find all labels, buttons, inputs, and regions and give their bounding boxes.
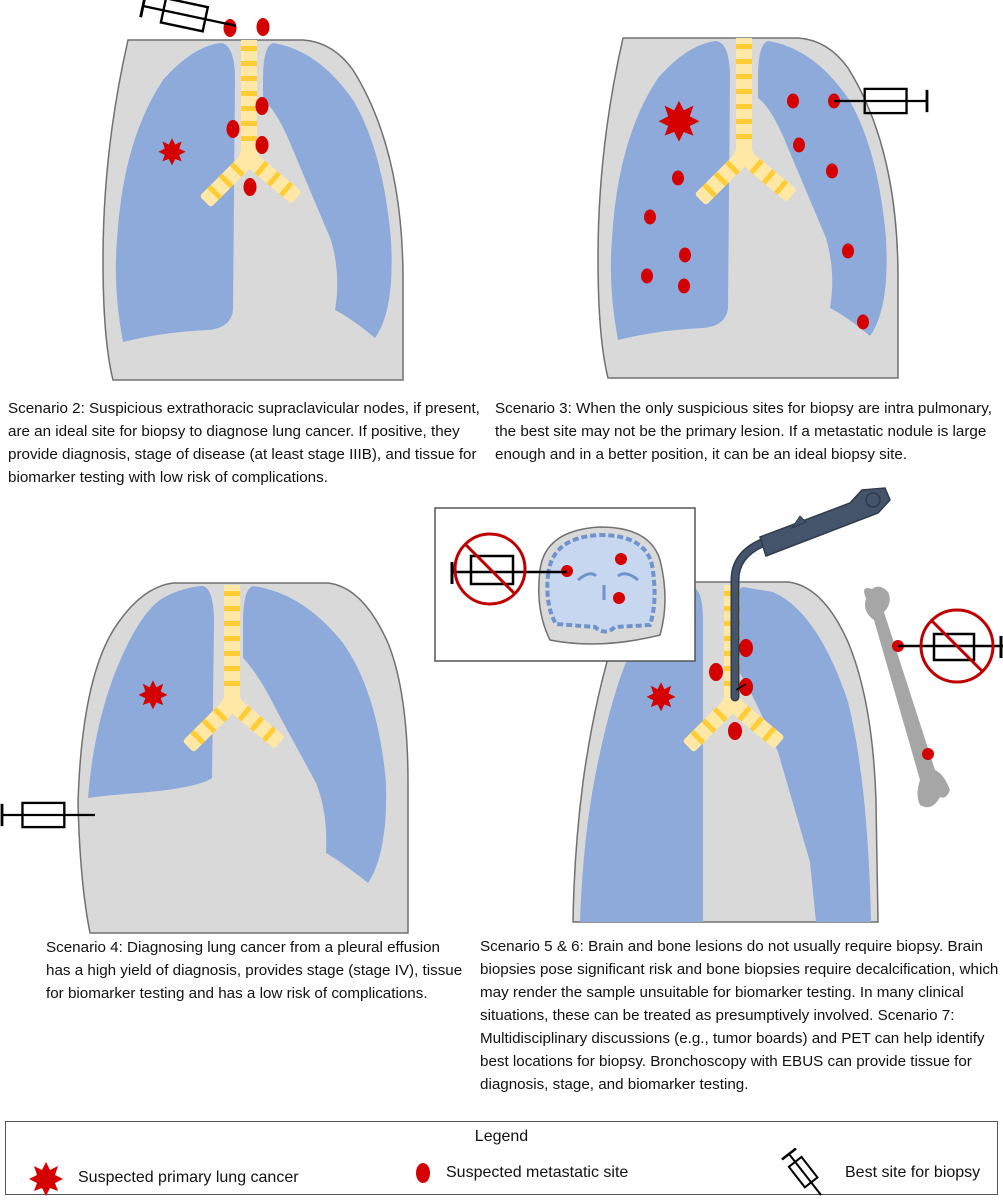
- scenario-2-caption: Scenario 2: Suspicious extrathoracic sup…: [8, 400, 480, 486]
- brain-icon: [545, 532, 657, 634]
- legend-item-biopsy: Best site for biopsy: [781, 1148, 980, 1198]
- scenario-5-6-7-caption: Scenario 5 & 6: Brain and bone lesions d…: [480, 938, 999, 1093]
- no-biopsy-icon: [450, 532, 567, 606]
- legend-label: Suspected primary lung cancer: [78, 1169, 299, 1186]
- metastasis-dot-icon: [679, 247, 691, 263]
- metastasis-dot-icon: [243, 178, 257, 196]
- metastasis-dot-icon: [613, 592, 625, 604]
- metastasis-dot-icon: [644, 209, 656, 225]
- metastasis-dot-icon: [826, 163, 838, 179]
- primary-tumor-icon: [29, 1162, 63, 1196]
- metastasis-dot-icon: [739, 639, 753, 657]
- metastasis-dot-icon: [416, 1163, 430, 1183]
- scenario-3-diagram: [597, 37, 929, 379]
- metastasis-dot-icon: [728, 722, 742, 740]
- lungs: [580, 587, 703, 922]
- metastasis-dot-icon: [922, 748, 934, 760]
- metastasis-dot-icon: [255, 97, 269, 115]
- legend-item-metastasis: Suspected metastatic site: [414, 1160, 628, 1186]
- scenario-4-caption: Scenario 4: Diagnosing lung cancer from …: [46, 939, 463, 1002]
- metastasis-dot-icon: [709, 663, 723, 681]
- metastasis-dot-icon: [223, 19, 237, 37]
- lungs: [243, 586, 387, 883]
- scenario-4-diagram: [0, 582, 409, 934]
- metastasis-dot-icon: [678, 278, 690, 294]
- metastasis-dot-icon: [739, 678, 753, 696]
- brain-inset: [434, 507, 696, 662]
- metastasis-dot-icon: [615, 553, 627, 565]
- legend-item-primary: Suspected primary lung cancer: [28, 1160, 299, 1196]
- metastasis-dot-icon: [787, 93, 799, 109]
- syringe-icon: [139, 0, 240, 40]
- metastasis-dot-icon: [672, 170, 684, 186]
- bronchoscope-icon: [730, 487, 891, 702]
- legend: Legend Suspected primary lung cancer Sus…: [5, 1121, 998, 1198]
- legend-label: Suspected metastatic site: [446, 1164, 629, 1181]
- legend-title: Legend: [474, 1128, 529, 1145]
- scenario-2-diagram: [102, 0, 404, 381]
- no-biopsy-icon: [898, 608, 1003, 684]
- metastasis-dot-icon: [793, 137, 805, 153]
- syringe-icon: [781, 1148, 822, 1196]
- lungs: [733, 587, 871, 922]
- bone-icon: [864, 586, 950, 808]
- metastasis-dot-icon: [842, 243, 854, 259]
- metastasis-dot-icon: [641, 268, 653, 284]
- metastasis-dot-icon: [226, 120, 240, 138]
- figure-canvas: [0, 0, 1003, 934]
- metastasis-dot-icon: [857, 314, 869, 330]
- metastasis-dot-icon: [256, 18, 270, 36]
- scenario-5-6-7-diagram: [434, 487, 1003, 923]
- metastasis-dot-icon: [255, 136, 269, 154]
- scenario-3-caption: Scenario 3: When the only suspicious sit…: [495, 400, 992, 463]
- legend-label: Best site for biopsy: [845, 1164, 981, 1181]
